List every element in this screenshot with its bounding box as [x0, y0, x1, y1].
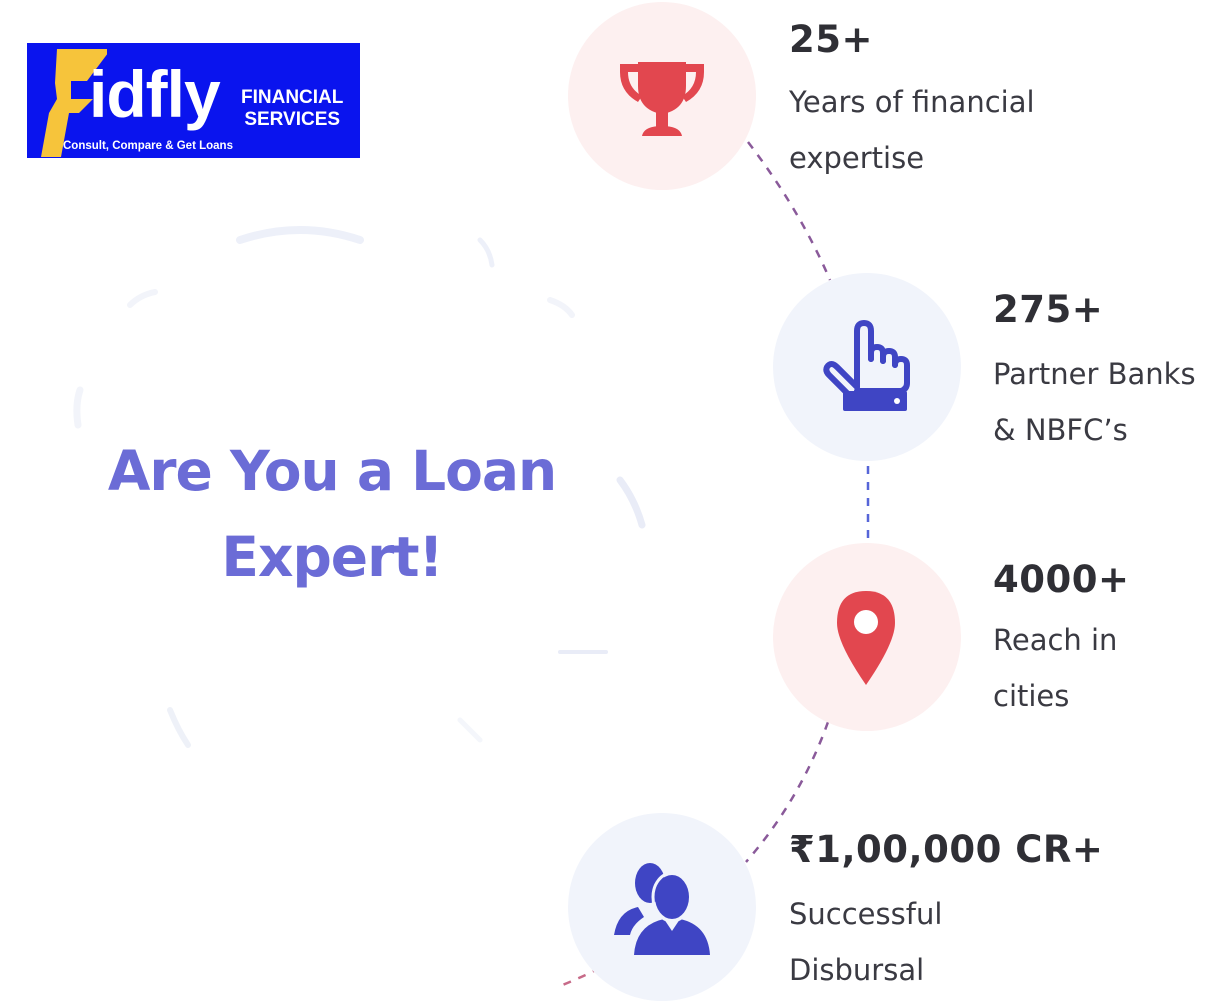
- page-headline: Are You a Loan Expert!: [90, 428, 574, 600]
- stat-value: 25+: [789, 18, 873, 61]
- stat-label-line-1: Successful: [789, 897, 943, 931]
- logo-services-text: SERVICES: [244, 109, 341, 130]
- company-logo: idfly FINANCIAL SERVICES Consult, Compar…: [27, 43, 360, 158]
- stat-circle-partners: [773, 273, 961, 461]
- location-pin-icon: [837, 591, 895, 685]
- stat-value: 275+: [993, 288, 1104, 331]
- stat-label-line-2: expertise: [789, 141, 925, 175]
- stat-label-line-1: Partner Banks: [993, 357, 1196, 391]
- stat-disbursal: ₹1,00,000 CR+ Successful Disbursal: [789, 828, 1103, 998]
- headline-line-1: Are You a Loan: [107, 439, 557, 503]
- lightning-bolt-icon: [41, 49, 107, 157]
- stat-label-line-1: Reach in: [993, 623, 1118, 657]
- stat-value: ₹1,00,000 CR+: [789, 828, 1104, 871]
- stat-value: 4000+: [993, 558, 1130, 601]
- stat-partners: 275+ Partner Banks & NBFC’s: [993, 288, 1196, 458]
- headline-line-2: Expert!: [221, 525, 443, 589]
- users-icon: [614, 863, 710, 955]
- stat-circle-disbursal: [568, 813, 756, 1001]
- logo-subtitle: FINANCIAL SERVICES: [241, 87, 343, 131]
- pointing-hand-icon: [823, 320, 910, 411]
- stat-label-line-2: Disbursal: [789, 953, 925, 987]
- stat-label-line-2: cities: [993, 679, 1070, 713]
- logo-tagline: Consult, Compare & Get Loans: [63, 140, 233, 152]
- trophy-icon: [620, 62, 704, 136]
- stat-circle-cities: [773, 543, 961, 731]
- stat-circle-years: [568, 2, 756, 190]
- logo-brand-name: idfly: [89, 57, 221, 131]
- stat-label-line-2: & NBFC’s: [993, 413, 1128, 447]
- stat-label-line-1: Years of financial: [789, 85, 1035, 119]
- decorative-background: [73, 226, 646, 748]
- stat-cities: 4000+ Reach in cities: [993, 558, 1129, 724]
- logo-financial-text: FINANCIAL: [241, 87, 344, 108]
- stat-years: 25+ Years of financial expertise: [789, 18, 1035, 186]
